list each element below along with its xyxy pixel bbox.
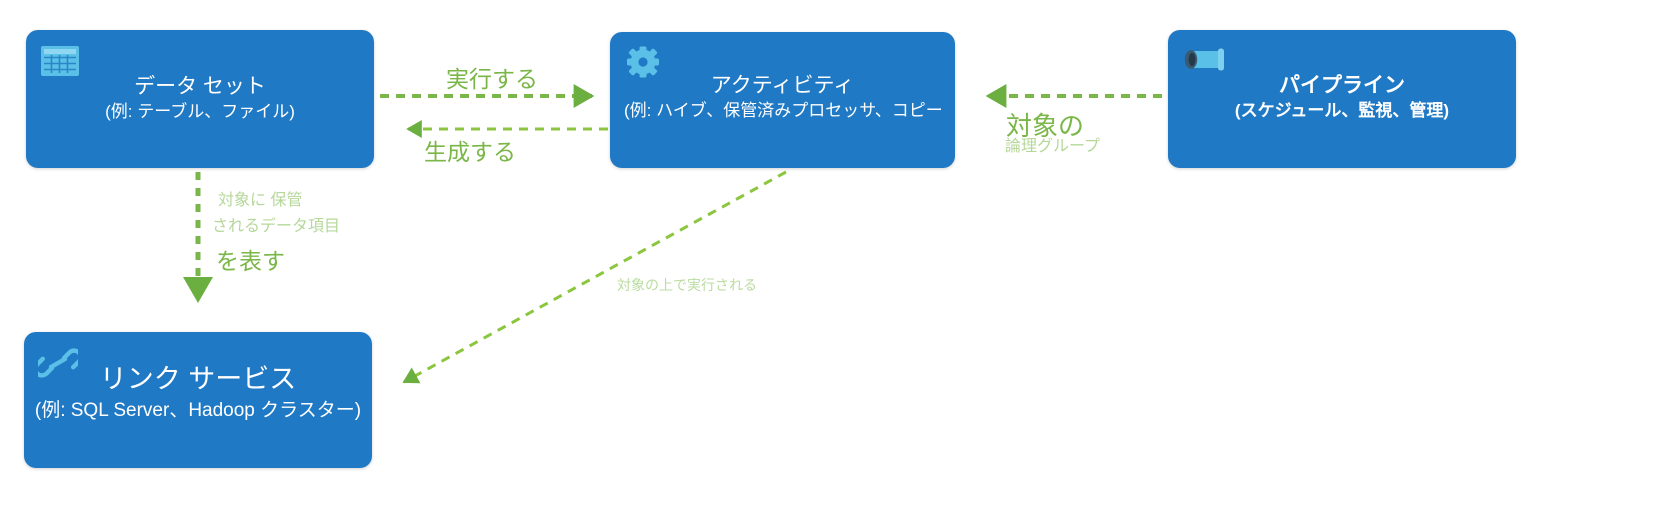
node-pipeline-subtitle: (スケジュール、監視、管理) [1234,101,1450,120]
node-linked-service[interactable]: リンク サービス (例: SQL Server、Hadoop クラスター) [24,332,372,468]
node-dataset[interactable]: データ セット (例: テーブル、ファイル) [26,30,374,168]
edge-label-run: 実行する [446,66,538,92]
edge-label-target: 対象の [1006,111,1085,141]
node-pipeline[interactable]: パイプライン (スケジュール、監視、管理) [1168,30,1516,168]
edge-label-produce: 生成する [424,139,516,165]
edge-label-logical-group: 論理グループ [1005,138,1101,155]
node-linked-service-subtitle: (例: SQL Server、Hadoop クラスター) [34,400,362,421]
gear-icon [624,46,664,80]
edge-label-runs-on: 対象の上で実行される [617,277,757,293]
node-dataset-title: データ セット [134,75,266,98]
table-grid-icon [40,44,80,78]
edge-label-represents: を表す [216,248,285,274]
edge-label-stored-line2: されるデータ項目 [212,218,341,235]
node-pipeline-title: パイプライン [1279,74,1405,97]
edge-label-stored-line1: 対象に 保管 [218,192,303,209]
node-activity[interactable]: アクティビティ (例: ハイブ、保管済みプロセッサ、コピー [610,32,955,168]
node-activity-title: アクティビティ [710,74,855,97]
node-linked-service-title: リンク サービス [99,364,297,394]
pipe-icon [1182,44,1224,78]
node-dataset-subtitle: (例: テーブル、ファイル) [105,102,295,121]
node-activity-subtitle: (例: ハイブ、保管済みプロセッサ、コピー [624,101,943,120]
